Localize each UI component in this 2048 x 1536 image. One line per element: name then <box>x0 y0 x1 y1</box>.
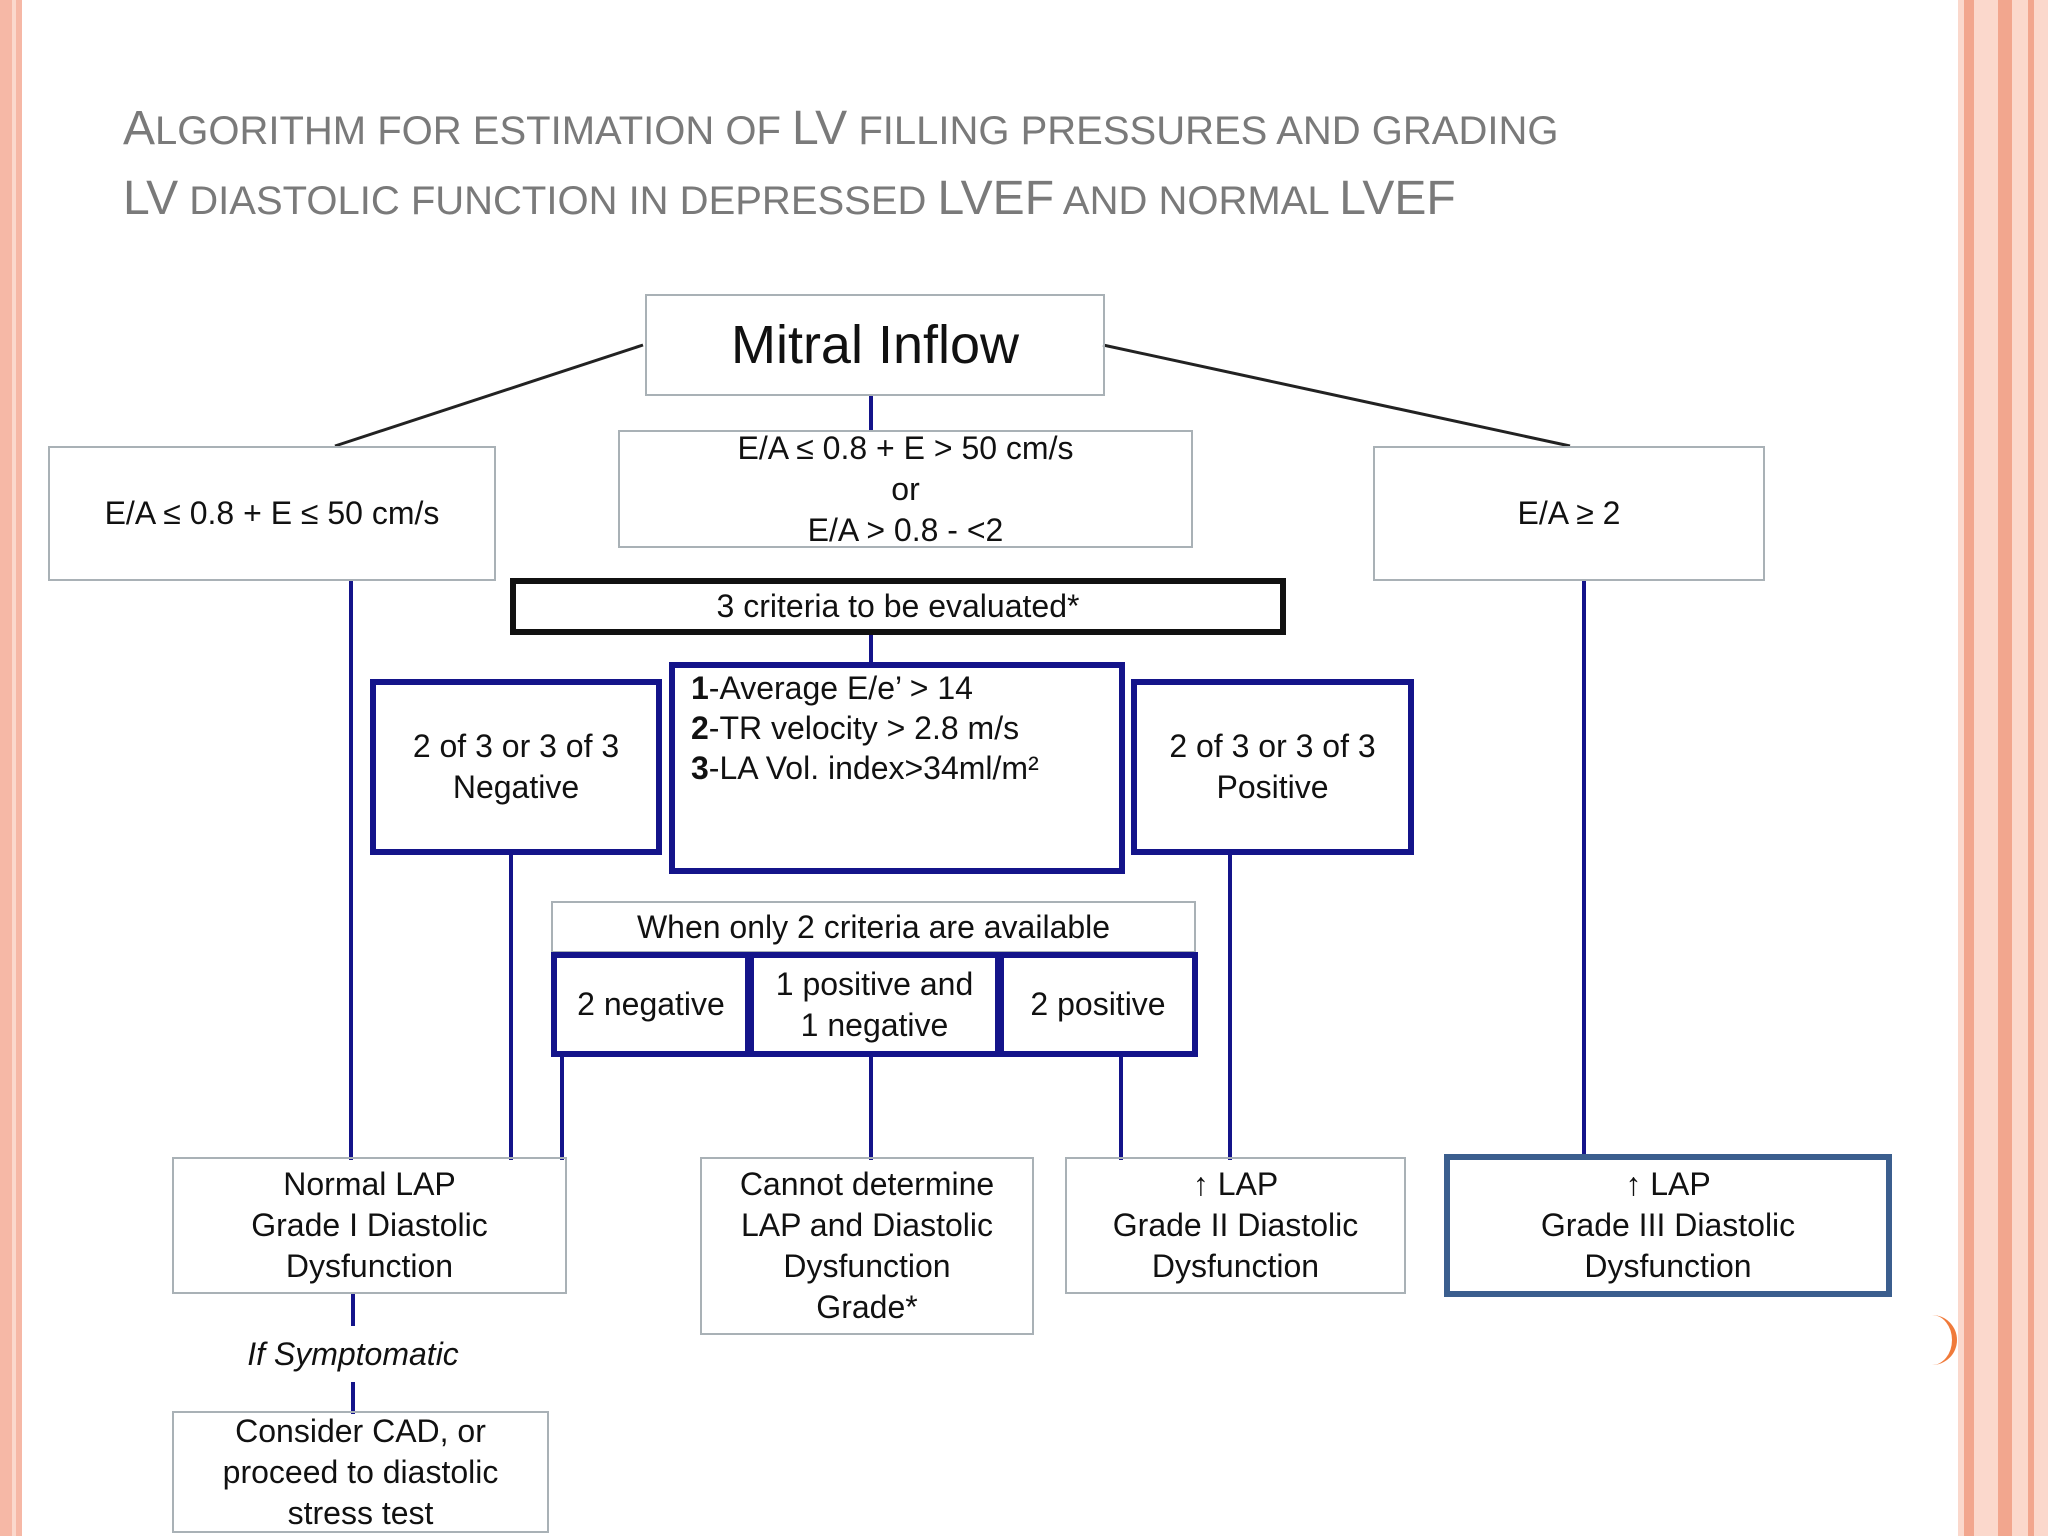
title-line-2: LV DIASTOLIC FUNCTION IN DEPRESSED LVEF … <box>123 172 1456 225</box>
outcome-grade2-node: ↑ LAP Grade II Diastolic Dysfunction <box>1065 1157 1406 1294</box>
outcome-grade3-node: ↑ LAP Grade III Diastolic Dysfunction <box>1444 1154 1892 1297</box>
connector-line <box>334 343 644 448</box>
positive-criteria-node: 2 of 3 or 3 of 3 Positive <box>1131 679 1414 855</box>
criteria-header-node: 3 criteria to be evaluated* <box>510 578 1286 635</box>
consider-cad-node: Consider CAD, or proceed to diastolic st… <box>172 1411 549 1533</box>
connector-line <box>1102 343 1571 448</box>
criteria-item: 1-Average E/e’ > 14 <box>691 670 973 706</box>
mitral-inflow-node: Mitral Inflow <box>645 294 1105 396</box>
slide-right-border <box>1958 0 2048 1536</box>
two-criteria-header-node: When only 2 criteria are available <box>551 901 1196 953</box>
outcome-indeterminate-node: Cannot determine LAP and Diastolic Dysfu… <box>700 1157 1034 1335</box>
border-stripe <box>2028 0 2034 1536</box>
criteria-item: 2-TR velocity > 2.8 m/s <box>691 710 1020 746</box>
border-stripe <box>1964 0 1974 1536</box>
left-criterion-node: E/A ≤ 0.8 + E ≤ 50 cm/s <box>48 446 496 581</box>
slide-left-border <box>0 0 22 1536</box>
if-symptomatic-label: If Symptomatic <box>247 1335 459 1372</box>
criteria-item: 3-LA Vol. index>34ml/m² <box>691 750 1039 786</box>
middle-criterion-node: E/A ≤ 0.8 + E > 50 cm/s or E/A > 0.8 - <… <box>618 430 1193 548</box>
border-stripe <box>1998 0 2012 1536</box>
criteria-list-node: 1-Average E/e’ > 14 2-TR velocity > 2.8 … <box>669 662 1125 874</box>
one-positive-one-negative-node: 1 positive and 1 negative <box>748 952 1001 1057</box>
two-negative-node: 2 negative <box>551 952 751 1057</box>
right-criterion-node: E/A ≥ 2 <box>1373 446 1765 581</box>
accent-mark <box>1930 1315 1957 1365</box>
slide-title: ALGORITHM FOR ESTIMATION OF LV FILLING P… <box>123 95 1943 235</box>
outcome-normal-node: Normal LAP Grade I Diastolic Dysfunction <box>172 1157 567 1294</box>
negative-criteria-node: 2 of 3 or 3 of 3 Negative <box>370 679 662 855</box>
title-line-1: ALGORITHM FOR ESTIMATION OF LV FILLING P… <box>123 102 1559 155</box>
two-positive-node: 2 positive <box>998 952 1198 1057</box>
